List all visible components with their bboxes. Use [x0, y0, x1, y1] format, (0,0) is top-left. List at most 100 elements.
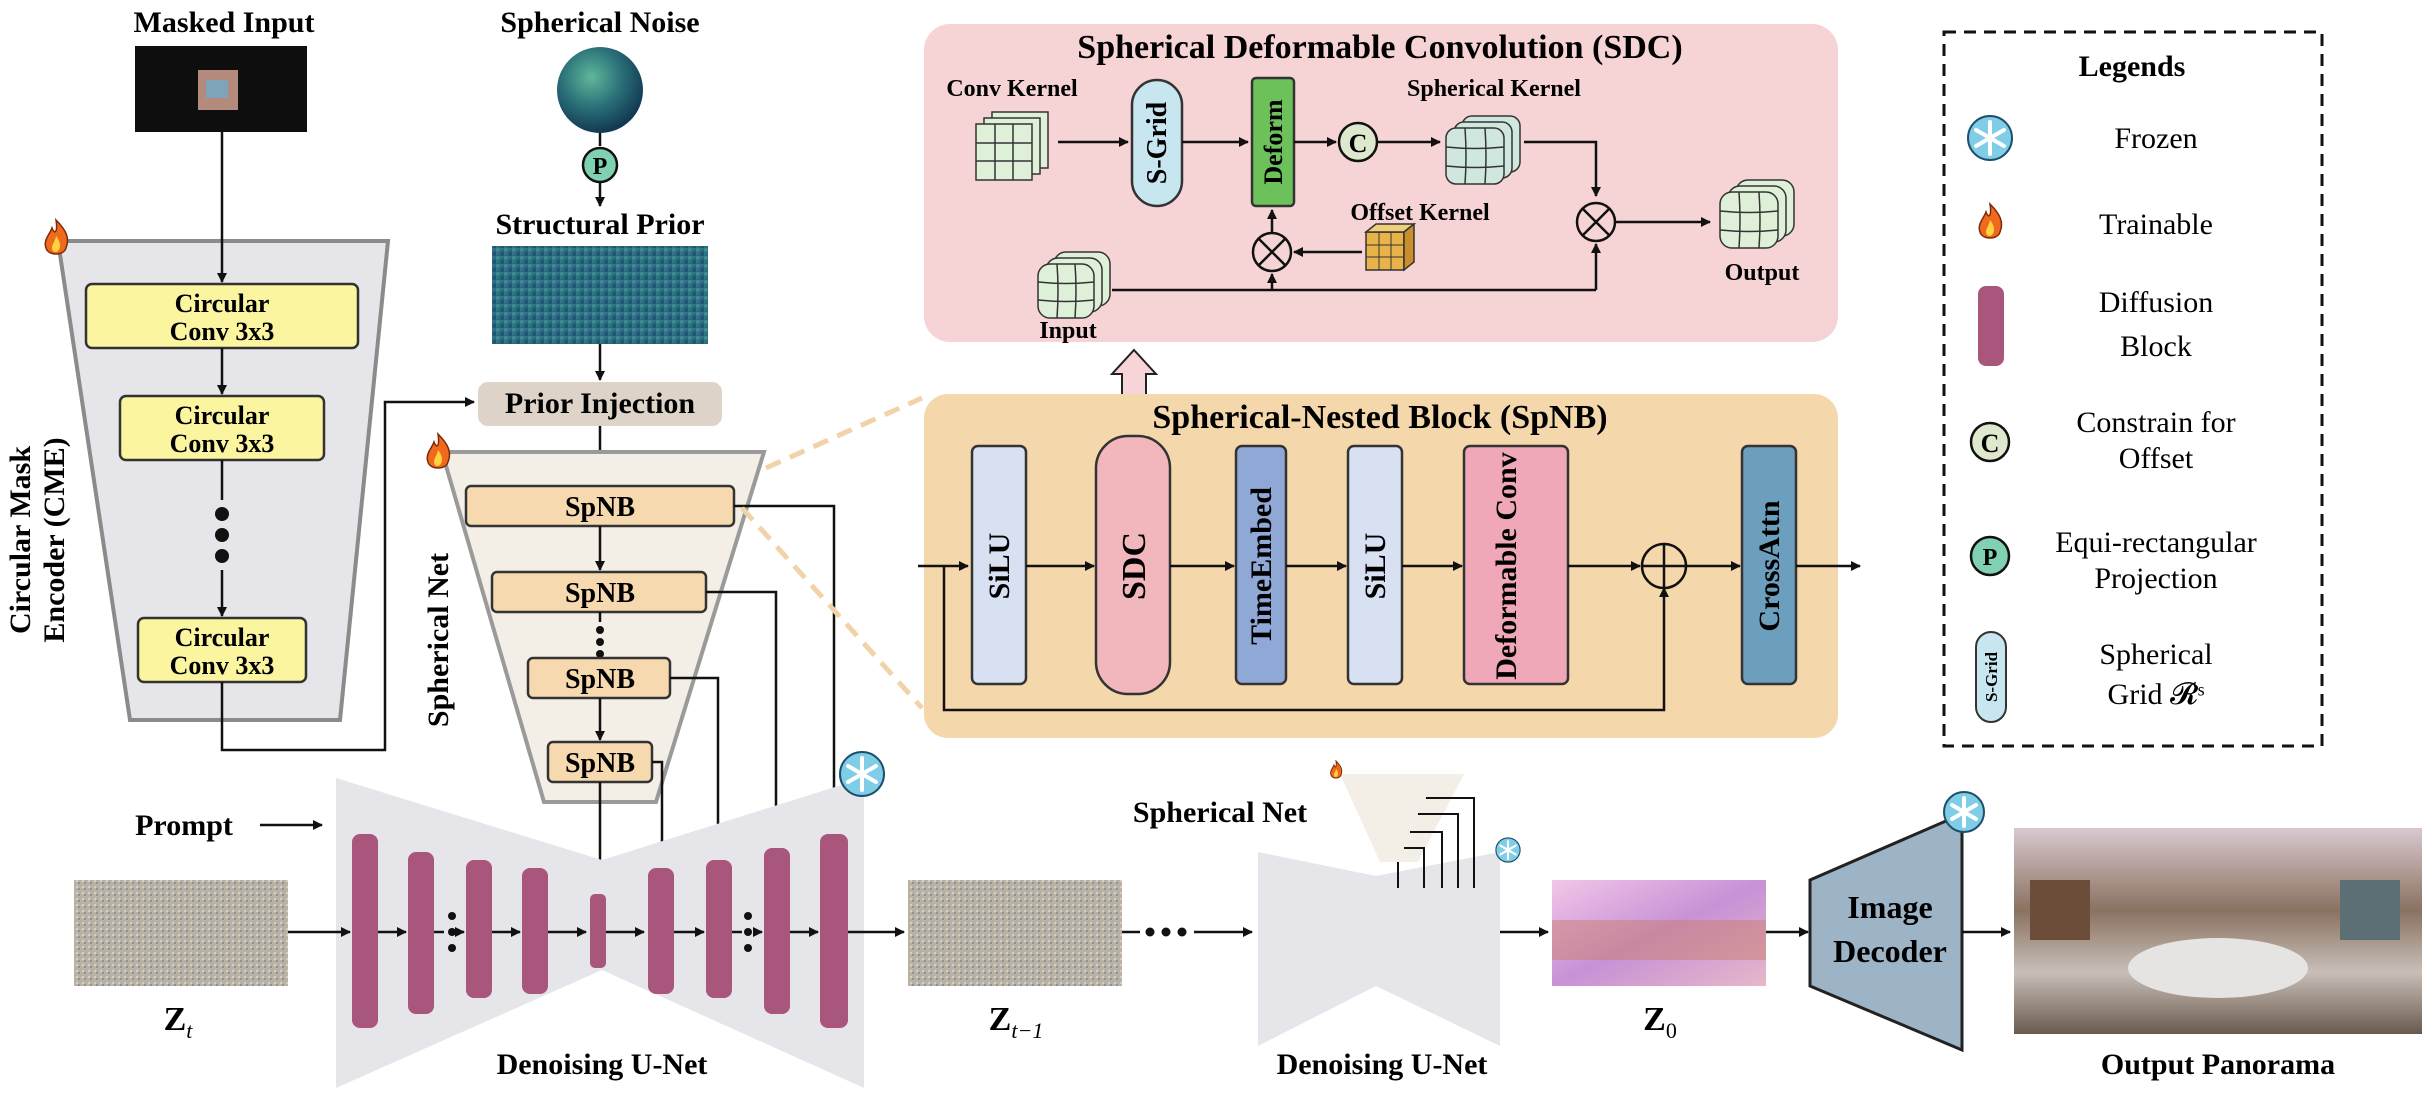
diffusion-block [466, 860, 492, 998]
structural-prior-image [492, 246, 708, 344]
ellipsis-dot [596, 650, 604, 658]
legend-projection-label-1: Equi-rectangular [2055, 526, 2257, 559]
flame-icon [426, 431, 451, 469]
prompt-label: Prompt [135, 809, 233, 842]
z0-label: Z0 [1643, 1001, 1677, 1043]
zoom-dashed-line [764, 395, 924, 471]
prior-column: Spherical Noise P Structural Prior Prior… [478, 6, 722, 483]
spnb-block-1-label: SpNB [565, 492, 635, 523]
ellipsis-dot [744, 912, 752, 920]
zt1-label: Zt−1 [989, 1001, 1044, 1043]
circular-conv-2-line2: Conv 3x3 [170, 429, 275, 458]
ellipsis-dot [215, 549, 229, 563]
spherical-net-small-funnel [1340, 774, 1464, 862]
small-injection-connector [1410, 831, 1443, 888]
p-circle-icon [1969, 535, 2011, 577]
ellipsis-dot [448, 912, 456, 920]
circular-conv-1-line2: Conv 3x3 [170, 317, 275, 346]
spherical-noise-title: Spherical Noise [500, 6, 699, 39]
offset-kernel-label: Offset Kernel [1350, 200, 1490, 226]
spherical-net: Spherical Net SpNB SpNB SpNB SpNB [422, 431, 839, 891]
legend-constrain-label-2: Offset [2119, 442, 2194, 475]
image-decoder [1808, 811, 1964, 1053]
output-panorama-label: Output Panorama [2101, 1048, 2335, 1081]
spnb-block-4-label: SpNB [565, 748, 635, 779]
spnb-layer-timeembed-label: TimeEmbed [1245, 487, 1278, 645]
small-injection-connector [1404, 847, 1425, 888]
spherical-net-funnel [439, 450, 767, 804]
diffusion-block [352, 834, 378, 1028]
spnb-panel: Spherical-Nested Block (SpNB) SiLU SDC T… [918, 394, 1861, 738]
snowflake-icon [1495, 837, 1521, 863]
spnb-injection-connector [706, 590, 781, 857]
diffusion-block [522, 868, 548, 994]
projection-symbol: P [593, 154, 608, 180]
zoom-dashed-line [740, 506, 924, 710]
residual-connector [942, 566, 1669, 712]
circular-conv-1-line1: Circular [175, 289, 270, 318]
legend-sgrid-label-2: Grid 𝓡ˢ [2108, 678, 2205, 711]
legend-frozen-label: Frozen [2114, 122, 2197, 155]
legend-title: Legends [2079, 50, 2186, 83]
ellipsis-dot [1177, 927, 1187, 937]
cme-side-label-1: Circular Mask [4, 446, 37, 634]
legend-diffusion-label-1: Diffusion [2099, 286, 2213, 319]
output-label: Output [1725, 260, 1800, 286]
spnb-injection-connector [670, 676, 723, 867]
prior-injection-label: Prior Injection [505, 387, 696, 420]
spherical-kernel-grid [1445, 115, 1521, 185]
spnb-layer-sdc-label: SDC [1116, 532, 1153, 600]
spherical-kernel-label: Spherical Kernel [1407, 76, 1581, 102]
decoder-label-2: Decoder [1833, 933, 1947, 969]
decoder-label-1: Image [1847, 889, 1932, 925]
spnb-layer-crossattn-label: CrossAttn [1753, 500, 1786, 631]
ellipsis-dot [596, 638, 604, 646]
sgrid-icon [1975, 631, 2007, 723]
conv-kernel-grid [975, 111, 1049, 181]
sdc-title: Spherical Deformable Convolution (SDC) [1077, 29, 1682, 66]
constraint-symbol: C [1349, 129, 1368, 158]
deform-label: Deform [1259, 99, 1288, 185]
ellipsis-dot [1161, 927, 1171, 937]
diffusion-block [590, 894, 606, 968]
denoising-unet: Prompt Zt [74, 751, 2422, 1088]
legend-diffusion-label-2: Block [2120, 330, 2192, 363]
spnb-layer-deformable-conv-label: Deformable Conv [1490, 452, 1523, 679]
ellipsis-dot [744, 928, 752, 936]
cme-to-injection-connector [220, 397, 475, 752]
legend-projection-label-2: Projection [2094, 562, 2217, 595]
spherical-kernel-connector [1524, 140, 1601, 197]
zt-noise-image [74, 880, 288, 986]
diffusion-block [648, 868, 674, 994]
ellipsis-dot [215, 528, 229, 542]
legend-constrain-label-1: Constrain for [2076, 406, 2235, 439]
diffusion-block [408, 852, 434, 1014]
small-spherical-net-label: Spherical Net [1133, 796, 1307, 829]
ellipsis-dot [448, 928, 456, 936]
conv-kernel-label: Conv Kernel [946, 76, 1078, 102]
legend-c-symbol: C [1981, 429, 2000, 458]
circular-conv-2-line1: Circular [175, 401, 270, 430]
flame-icon [44, 217, 69, 255]
sdc-panel: Spherical Deformable Convolution (SDC) C… [924, 24, 1838, 344]
ellipsis-dot [744, 944, 752, 952]
masked-input-title: Masked Input [134, 6, 315, 39]
spnb-title: Spherical-Nested Block (SpNB) [1152, 399, 1607, 436]
structural-prior-title: Structural Prior [495, 208, 704, 241]
unet-shape-small [1258, 852, 1376, 1046]
snowflake-icon [1943, 791, 1985, 833]
diffusion-block [764, 848, 790, 1014]
spnb-layer-silu-2-label: SiLU [1359, 533, 1392, 600]
legend-trainable-label: Trainable [2099, 208, 2213, 241]
snowflake-icon [839, 751, 885, 797]
cme-side-label-2: Encoder (CME) [38, 437, 71, 642]
output-grid [1719, 179, 1795, 249]
diffusion-block [820, 834, 848, 1028]
spherical-net-side-label: Spherical Net [422, 553, 455, 727]
small-injection-connector [1426, 797, 1475, 888]
spnb-injection-connector [734, 504, 839, 847]
unet-shape-small [1376, 852, 1500, 1046]
ellipsis-dot [448, 944, 456, 952]
unet-label: Denoising U-Net [497, 1048, 708, 1081]
